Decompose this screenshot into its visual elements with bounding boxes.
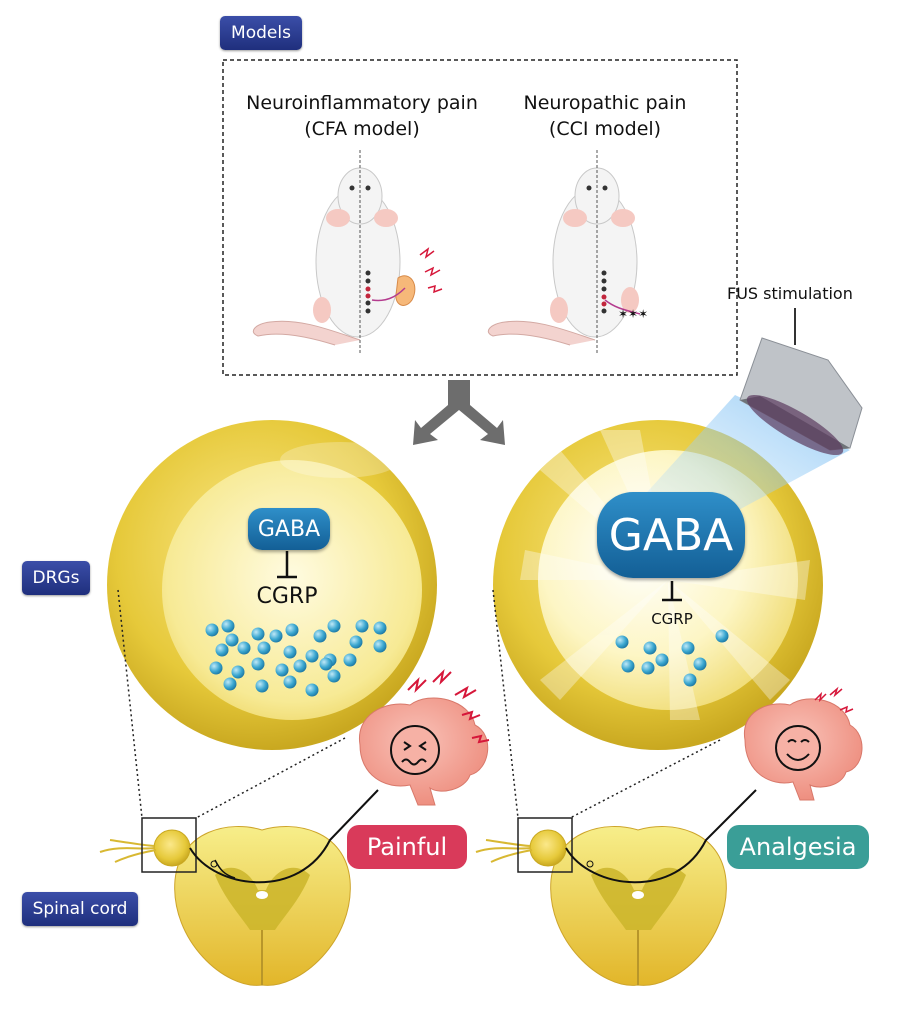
cgrp-vesicle	[251, 627, 265, 641]
cgrp-vesicle	[313, 629, 327, 643]
cgrp-vesicle	[255, 679, 269, 693]
cgrp-vesicle	[305, 649, 319, 663]
rat-icon: ✶✶✶	[487, 150, 648, 355]
cgrp-vesicle	[355, 619, 369, 633]
analgesia-badge: Analgesia	[727, 825, 869, 869]
cgrp-vesicle	[231, 665, 245, 679]
lightning-icon	[407, 668, 490, 744]
cgrp-vesicle	[319, 657, 333, 671]
cgrp-vesicle	[373, 639, 387, 653]
cgrp-vesicle	[223, 677, 237, 691]
cgrp-vesicle	[221, 619, 235, 633]
arrow-split-icon	[413, 380, 505, 445]
gaba-pill-left: GABA	[248, 508, 330, 550]
cgrp-vesicles-left	[205, 619, 387, 697]
cgrp-vesicle	[237, 641, 251, 655]
brain-icon	[359, 697, 489, 806]
model-title-left-line2: (CFA model)	[304, 118, 420, 140]
lightning-icon	[419, 247, 443, 294]
model-title-left: Neuroinflammatory pain (CFA model)	[222, 90, 502, 142]
painful-badge: Painful	[347, 825, 467, 869]
cgrp-vesicle	[275, 663, 289, 677]
rat-icon	[252, 150, 443, 355]
svg-text:✶✶✶: ✶✶✶	[618, 307, 648, 321]
cgrp-vesicle	[305, 683, 319, 697]
cgrp-vesicle	[283, 675, 297, 689]
spinal-cord-label: Spinal cord	[22, 892, 138, 926]
spinal-cord-icon	[99, 789, 379, 986]
cgrp-vesicle	[693, 657, 707, 671]
spinal-cord-icon	[475, 789, 757, 986]
cgrp-vesicle	[269, 629, 283, 643]
drgs-label: DRGs	[22, 561, 90, 595]
model-title-left-line1: Neuroinflammatory pain	[246, 92, 478, 114]
cgrp-vesicle	[327, 669, 341, 683]
cgrp-vesicle	[343, 653, 357, 667]
cgrp-vesicle	[293, 659, 307, 673]
fus-stimulation-label: FUS stimulation	[727, 284, 853, 303]
cgrp-vesicle	[205, 623, 219, 637]
cgrp-vesicle	[251, 657, 265, 671]
cgrp-vesicle	[349, 635, 363, 649]
cgrp-vesicle	[715, 629, 729, 643]
cgrp-vesicle	[683, 673, 697, 687]
cgrp-vesicle	[643, 641, 657, 655]
model-title-right: Neuropathic pain (CCI model)	[475, 90, 735, 142]
drg-left	[107, 420, 437, 750]
cgrp-vesicle	[257, 641, 271, 655]
cgrp-vesicle	[681, 641, 695, 655]
cgrp-label-left: CGRP	[256, 584, 318, 609]
lightning-icon	[814, 686, 854, 714]
brain-icon	[743, 698, 863, 801]
cgrp-label-right: CGRP	[651, 610, 693, 628]
cgrp-vesicle	[655, 653, 669, 667]
cgrp-vesicle	[327, 619, 341, 633]
cgrp-vesicle	[373, 621, 387, 635]
cgrp-vesicle	[225, 633, 239, 647]
cgrp-vesicle	[283, 645, 297, 659]
gaba-pill-right: GABA	[597, 492, 745, 578]
fus-transducer-icon	[739, 308, 863, 456]
models-box	[222, 59, 738, 376]
cgrp-vesicle	[621, 659, 635, 673]
cgrp-vesicle	[615, 635, 629, 649]
cgrp-vesicle	[209, 661, 223, 675]
cgrp-vesicle	[215, 643, 229, 657]
cgrp-vesicles-right	[615, 629, 729, 687]
model-title-right-line1: Neuropathic pain	[523, 92, 687, 114]
models-label: Models	[220, 16, 302, 50]
cgrp-vesicle	[285, 623, 299, 637]
model-title-right-line2: (CCI model)	[548, 118, 662, 140]
cgrp-vesicle	[641, 661, 655, 675]
